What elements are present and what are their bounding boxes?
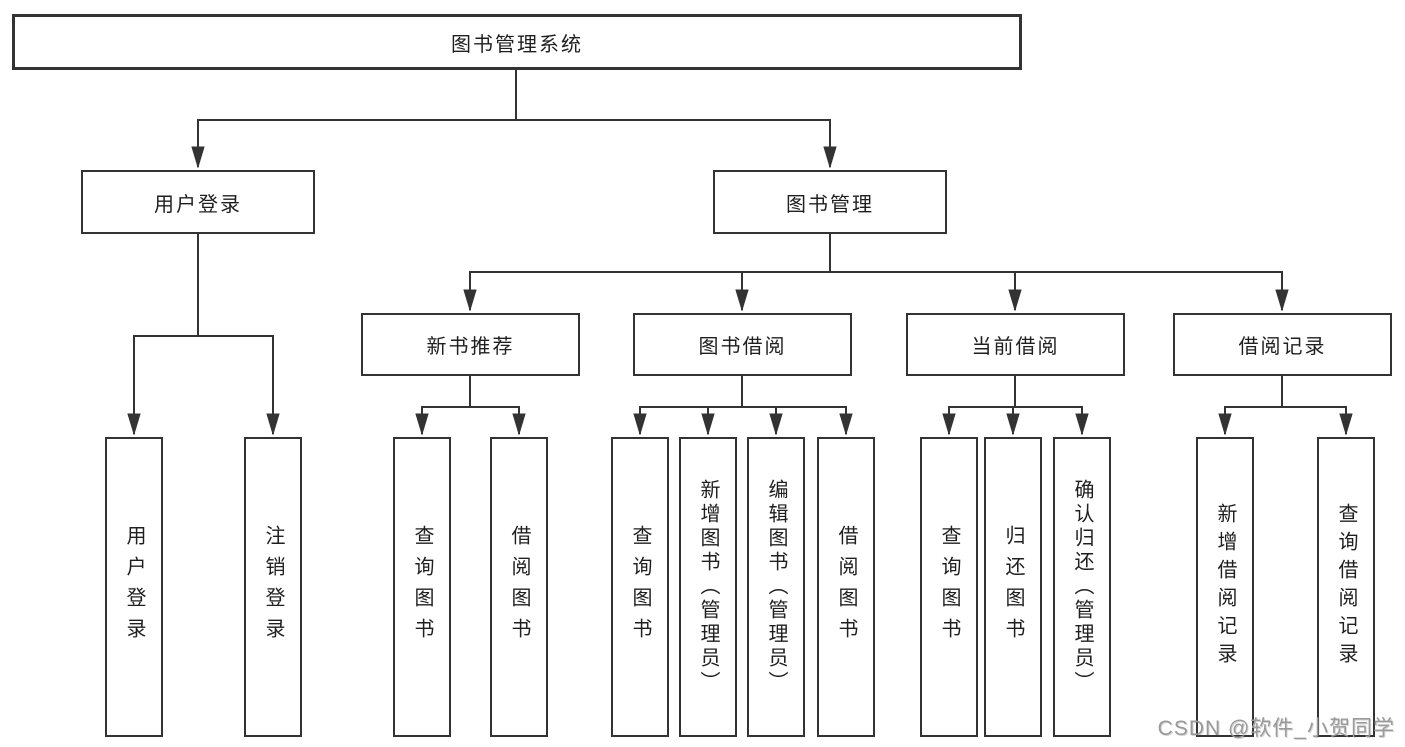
node-current-borrow-label: 当前借阅: [971, 336, 1060, 358]
node-leaf-query-borrow-record-label: 查询借阅记录: [1335, 503, 1357, 671]
node-leaf-recommend-query-books-label: 查询图书: [411, 525, 433, 649]
node-leaf-logout: 注销登录: [244, 437, 302, 737]
node-new-book-recommend-label: 新书推荐: [426, 336, 515, 358]
node-leaf-borrow-query-books-label: 查询图书: [629, 525, 651, 649]
node-borrow-records-label: 借阅记录: [1238, 336, 1327, 358]
node-borrow-records: 借阅记录: [1173, 313, 1392, 376]
node-leaf-user-login-label: 用户登录: [123, 525, 145, 649]
node-book-management: 图书管理: [713, 170, 947, 234]
node-new-book-recommend: 新书推荐: [361, 313, 580, 376]
node-leaf-add-borrow-record-label: 新增借阅记录: [1214, 503, 1236, 671]
node-book-borrow-label: 图书借阅: [698, 336, 787, 358]
node-leaf-query-borrow-record: 查询借阅记录: [1317, 437, 1375, 737]
node-leaf-edit-books-admin-label: 编辑图书（管理员）: [765, 479, 787, 695]
node-leaf-add-borrow-record: 新增借阅记录: [1196, 437, 1254, 737]
node-user-login: 用户登录: [81, 170, 315, 234]
node-current-borrow: 当前借阅: [906, 313, 1125, 376]
node-leaf-add-books-admin: 新增图书（管理员）: [679, 437, 737, 737]
csdn-watermark: CSDN @软件_小贺同学: [1157, 717, 1395, 740]
node-leaf-confirm-return-admin-label: 确认归还（管理员）: [1071, 479, 1093, 695]
node-book-borrow: 图书借阅: [633, 313, 852, 376]
node-leaf-recommend-borrow-books-label: 借阅图书: [508, 525, 530, 649]
node-library-management-system: 图书管理系统: [12, 14, 1022, 70]
node-book-management-label: 图书管理: [786, 193, 874, 216]
node-leaf-borrow-borrow-books: 借阅图书: [817, 437, 875, 737]
node-leaf-logout-label: 注销登录: [262, 525, 284, 649]
node-leaf-confirm-return-admin: 确认归还（管理员）: [1053, 437, 1111, 737]
node-leaf-add-books-admin-label: 新增图书（管理员）: [697, 479, 719, 695]
node-leaf-edit-books-admin: 编辑图书（管理员）: [747, 437, 805, 737]
node-user-login-label: 用户登录: [154, 193, 242, 216]
node-leaf-borrow-borrow-books-label: 借阅图书: [835, 525, 857, 649]
node-leaf-current-query-books-label: 查询图书: [938, 525, 960, 649]
node-leaf-return-books: 归还图书: [984, 437, 1042, 737]
node-leaf-borrow-query-books: 查询图书: [611, 437, 669, 737]
node-leaf-recommend-query-books: 查询图书: [393, 437, 451, 737]
node-leaf-return-books-label: 归还图书: [1002, 525, 1024, 649]
node-library-management-system-label: 图书管理系统: [451, 33, 583, 56]
node-leaf-recommend-borrow-books: 借阅图书: [490, 437, 548, 737]
node-leaf-current-query-books: 查询图书: [920, 437, 978, 737]
node-leaf-user-login: 用户登录: [105, 437, 163, 737]
